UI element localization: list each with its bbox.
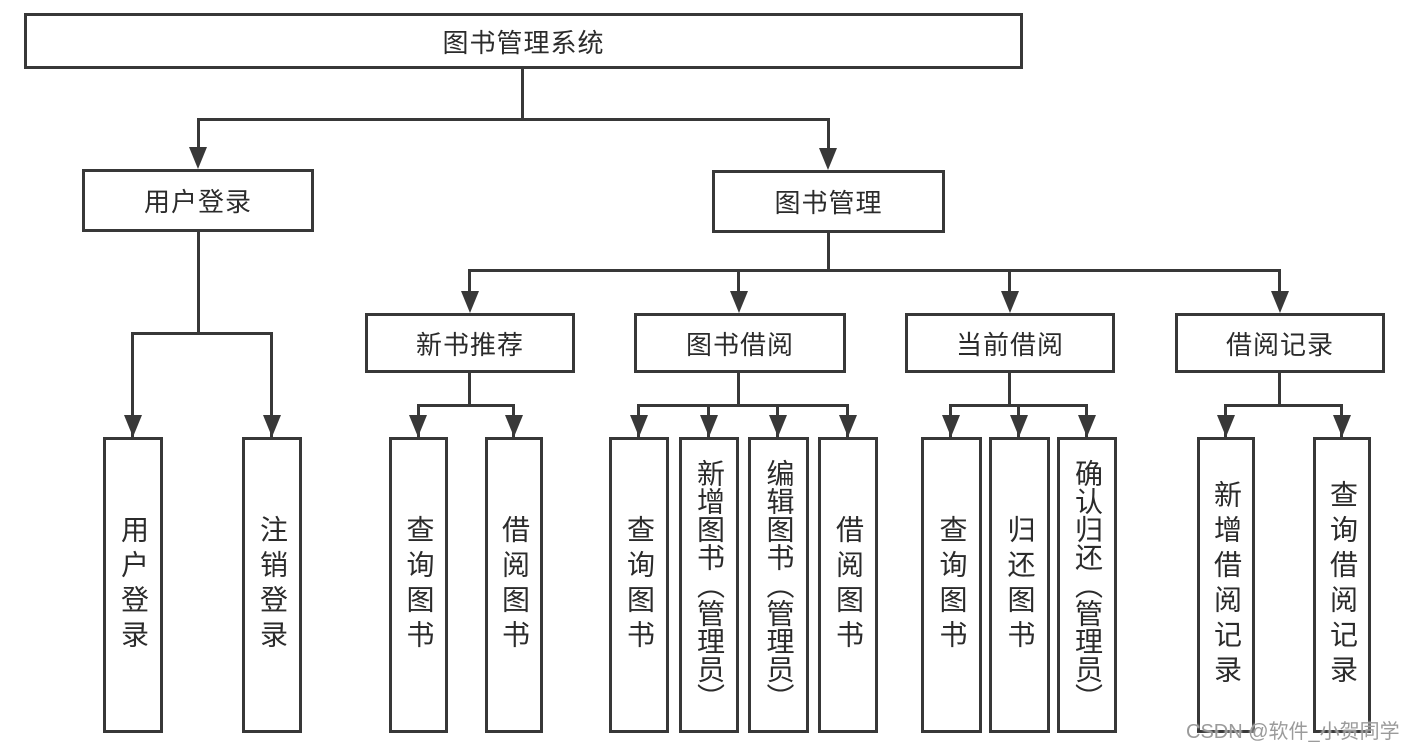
connector [1008, 372, 1011, 407]
connector [131, 332, 134, 437]
node-current-borrow: 当前借阅 [905, 313, 1115, 373]
leaf-borrow-book-1-label: 借阅图书 [499, 515, 530, 655]
arrowhead [1217, 415, 1235, 437]
arrowhead [461, 291, 479, 313]
leaf-add-borrow-record: 新增借阅记录 [1197, 437, 1255, 733]
arrowhead [730, 291, 748, 313]
leaf-query-book-1-label: 查询图书 [403, 515, 435, 655]
node-user-login-label: 用户登录 [143, 187, 252, 217]
connector [197, 118, 830, 121]
node-root-label: 图书管理系统 [442, 27, 605, 58]
connector [197, 118, 200, 154]
node-book-management: 图书管理 [712, 170, 945, 233]
connector [270, 332, 273, 437]
connector [1278, 372, 1281, 407]
leaf-return-book-label: 归还图书 [1004, 515, 1036, 655]
node-borrow-record: 借阅记录 [1175, 313, 1385, 373]
connector [737, 269, 740, 296]
arrowhead [630, 415, 648, 437]
leaf-return-book: 归还图书 [989, 437, 1050, 733]
leaf-query-borrow-record: 查询借阅记录 [1313, 437, 1371, 733]
leaf-borrow-book-2-label: 借阅图书 [833, 515, 864, 655]
connector [417, 404, 515, 407]
leaf-add-book-admin: 新增图书（管理员） [679, 437, 739, 733]
connector [197, 231, 200, 335]
node-borrow-record-label: 借阅记录 [1225, 329, 1334, 360]
leaf-edit-book-admin: 编辑图书（管理员） [748, 437, 809, 733]
leaf-query-book-3: 查询图书 [921, 437, 982, 733]
node-user-login: 用户登录 [82, 169, 314, 232]
arrowhead [189, 147, 207, 169]
connector [827, 232, 830, 272]
leaf-confirm-return-admin-label: 确认归还（管理员） [1072, 459, 1103, 711]
leaf-logout-label: 注销登录 [257, 515, 288, 655]
arrowhead [700, 415, 718, 437]
connector [468, 372, 471, 407]
connector [131, 332, 273, 335]
leaf-borrow-book-1: 借阅图书 [485, 437, 543, 733]
arrowhead [839, 415, 857, 437]
leaf-query-book-2: 查询图书 [609, 437, 669, 733]
connector [637, 404, 849, 407]
node-root: 图书管理系统 [24, 13, 1023, 69]
arrowhead [409, 415, 427, 437]
leaf-edit-book-admin-label: 编辑图书（管理员） [763, 459, 795, 711]
leaf-user-login-label: 用户登录 [118, 515, 149, 655]
arrowhead [819, 148, 837, 170]
connector [468, 269, 471, 296]
leaf-user-login: 用户登录 [103, 437, 163, 733]
leaf-add-borrow-record-label: 新增借阅记录 [1211, 480, 1242, 690]
connector [1008, 269, 1011, 296]
arrowhead [769, 415, 787, 437]
arrowhead [124, 415, 142, 437]
connector [1224, 404, 1343, 407]
leaf-query-book-2-label: 查询图书 [624, 515, 655, 655]
leaf-borrow-book-2: 借阅图书 [818, 437, 878, 733]
arrowhead [263, 415, 281, 437]
leaf-query-book-3-label: 查询图书 [936, 515, 968, 655]
leaf-query-book-1: 查询图书 [389, 437, 448, 733]
node-current-borrow-label: 当前借阅 [955, 329, 1064, 360]
arrowhead [1010, 415, 1028, 437]
leaf-query-borrow-record-label: 查询借阅记录 [1327, 480, 1358, 690]
connector [521, 68, 524, 121]
connector [1278, 269, 1281, 296]
node-book-management-label: 图书管理 [774, 188, 883, 218]
arrowhead [1001, 291, 1019, 313]
arrowhead [1271, 291, 1289, 313]
arrowhead [942, 415, 960, 437]
csdn-watermark: CSDN @软件_小贺同学 [1186, 721, 1400, 743]
node-book-borrow-label: 图书借阅 [685, 329, 794, 360]
arrowhead [505, 415, 523, 437]
leaf-add-book-admin-label: 新增图书（管理员） [694, 459, 725, 711]
arrowhead [1078, 415, 1096, 437]
connector [737, 372, 740, 407]
node-book-borrow: 图书借阅 [634, 313, 846, 373]
leaf-confirm-return-admin: 确认归还（管理员） [1057, 437, 1117, 733]
connector [468, 269, 1281, 272]
connector [827, 118, 830, 154]
arrowhead [1333, 415, 1351, 437]
node-new-book-recommend: 新书推荐 [365, 313, 575, 373]
leaf-logout: 注销登录 [242, 437, 302, 733]
node-new-book-recommend-label: 新书推荐 [415, 329, 524, 360]
